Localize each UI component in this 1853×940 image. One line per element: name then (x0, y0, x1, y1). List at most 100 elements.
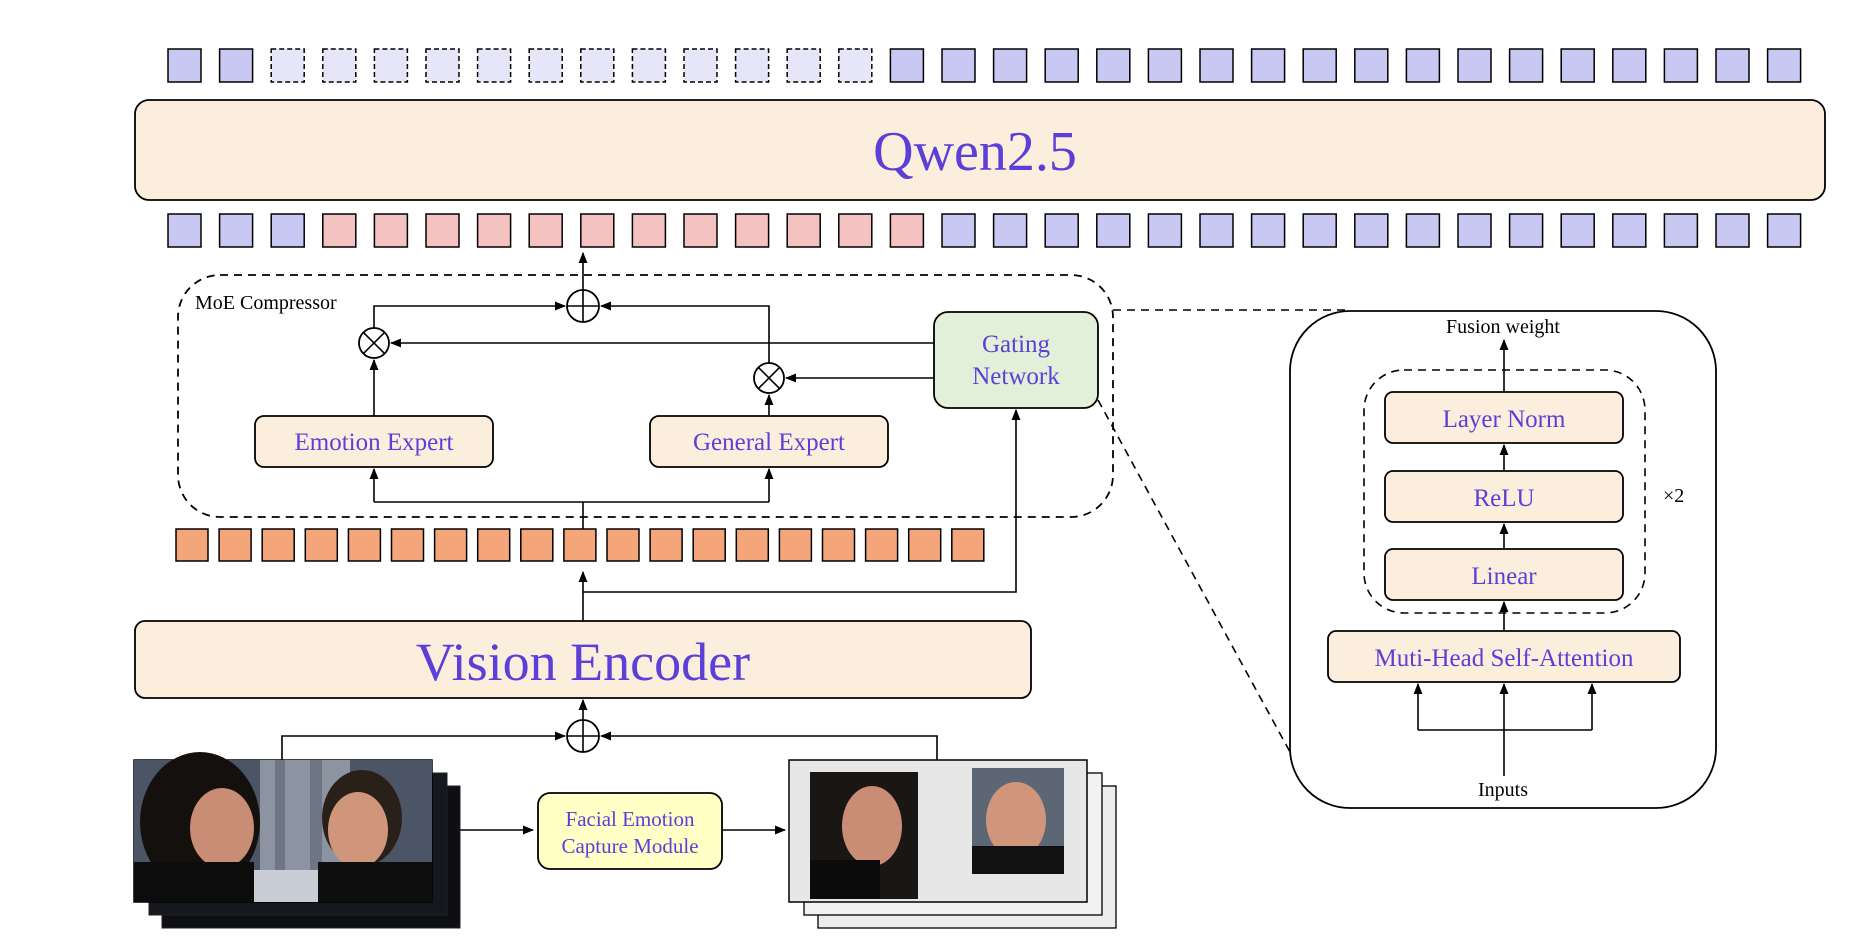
input-token-2 (218, 213, 254, 248)
input-token-30 (1663, 213, 1699, 248)
input-token-4 (322, 213, 357, 248)
vision-encoder-block (134, 620, 1032, 699)
input-token-14 (838, 213, 873, 248)
vision-token-5 (347, 528, 382, 562)
vision-token-16 (821, 528, 856, 562)
output-token-6 (425, 48, 460, 83)
raw-video-frames (133, 752, 461, 929)
input-token-31 (1715, 213, 1750, 248)
input-token-15 (889, 213, 925, 248)
input-token-10 (631, 213, 667, 248)
gating-detail-connectors (1413, 338, 1597, 776)
output-token-3 (270, 48, 305, 83)
output-token-1 (167, 48, 202, 83)
facial-emotion-module-box (537, 792, 723, 870)
output-token-27 (1508, 48, 1544, 83)
input-token-12 (734, 213, 770, 248)
vision-token-8 (476, 528, 511, 562)
input-token-8 (528, 213, 563, 248)
vision-token-12 (649, 528, 683, 562)
input-token-23 (1302, 213, 1337, 248)
output-token-11 (683, 48, 718, 83)
output-token-31 (1715, 48, 1750, 83)
vision-token-3 (261, 528, 295, 562)
output-token-22 (1250, 48, 1286, 83)
input-token-16 (941, 213, 976, 248)
output-token-2 (218, 48, 254, 83)
qwen-llm-block (134, 99, 1826, 201)
input-token-6 (425, 213, 460, 248)
gating-network-label-1: Gating (982, 331, 1051, 358)
input-token-21 (1199, 213, 1234, 248)
zoom-connector-lines (1097, 309, 1345, 753)
input-token-19 (1096, 213, 1131, 248)
output-token-9 (580, 48, 615, 83)
vision-token-2 (218, 528, 252, 562)
input-connectors (281, 698, 938, 835)
input-token-22 (1250, 213, 1286, 248)
vision-token-4 (304, 528, 339, 562)
vision-token-17 (864, 528, 899, 562)
input-token-11 (683, 213, 718, 248)
output-token-4 (322, 48, 357, 83)
vision-token-14 (735, 528, 770, 562)
input-token-7 (476, 213, 512, 248)
fusion-weight-label: Fusion weight (1446, 316, 1560, 338)
vision-encoder-label: Vision Encoder (416, 632, 750, 692)
input-token-25 (1405, 213, 1441, 248)
output-token-23 (1302, 48, 1337, 83)
vision-token-7 (433, 528, 468, 562)
output-token-29 (1612, 48, 1647, 83)
output-token-17 (992, 48, 1028, 83)
output-token-7 (476, 48, 512, 83)
output-token-25 (1405, 48, 1441, 83)
multiply-node-emotion (358, 327, 390, 359)
add-node-encoder (566, 719, 600, 753)
emotion-expert-label: Emotion Expert (295, 429, 454, 456)
add-node-moe (566, 289, 600, 323)
vision-token-11 (606, 528, 640, 562)
output-token-row (167, 48, 1802, 83)
vision-token-18 (907, 528, 942, 562)
output-token-30 (1663, 48, 1699, 83)
moe-compressor-region (177, 274, 1114, 518)
vision-token-1 (175, 528, 209, 562)
general-expert-label: General Expert (693, 429, 845, 456)
vision-token-row (175, 528, 985, 562)
input-token-3 (270, 213, 305, 248)
facial-emotion-module-label-1: Facial Emotion (566, 807, 695, 831)
repeat-count-label: ×2 (1663, 485, 1684, 507)
encoder-connectors (578, 408, 1021, 621)
vision-token-10 (563, 528, 597, 562)
output-token-10 (631, 48, 667, 83)
gating-network-box (933, 311, 1099, 409)
input-token-row (167, 213, 1802, 248)
vision-token-19 (951, 528, 985, 562)
output-token-19 (1096, 48, 1131, 83)
moe-connectors (369, 251, 934, 536)
output-token-13 (786, 48, 821, 83)
input-token-17 (992, 213, 1028, 248)
input-token-26 (1457, 213, 1492, 248)
moe-compressor-title: MoE Compressor (195, 292, 337, 314)
facial-emotion-module-label-2: Capture Module (561, 834, 698, 858)
output-token-20 (1147, 48, 1183, 83)
multiply-node-general (753, 362, 785, 394)
input-token-32 (1766, 213, 1802, 248)
output-token-12 (734, 48, 770, 83)
layer-norm-label: Layer Norm (1443, 406, 1566, 433)
face-crop-frames (788, 759, 1117, 929)
input-token-18 (1044, 213, 1079, 248)
input-token-24 (1354, 213, 1389, 248)
input-token-20 (1147, 213, 1183, 248)
output-token-15 (889, 48, 925, 83)
output-token-26 (1457, 48, 1492, 83)
output-token-14 (838, 48, 873, 83)
input-token-1 (167, 213, 202, 248)
vision-token-15 (778, 528, 813, 562)
output-token-28 (1560, 48, 1595, 83)
output-token-21 (1199, 48, 1234, 83)
output-token-32 (1766, 48, 1802, 83)
input-token-9 (580, 213, 615, 248)
